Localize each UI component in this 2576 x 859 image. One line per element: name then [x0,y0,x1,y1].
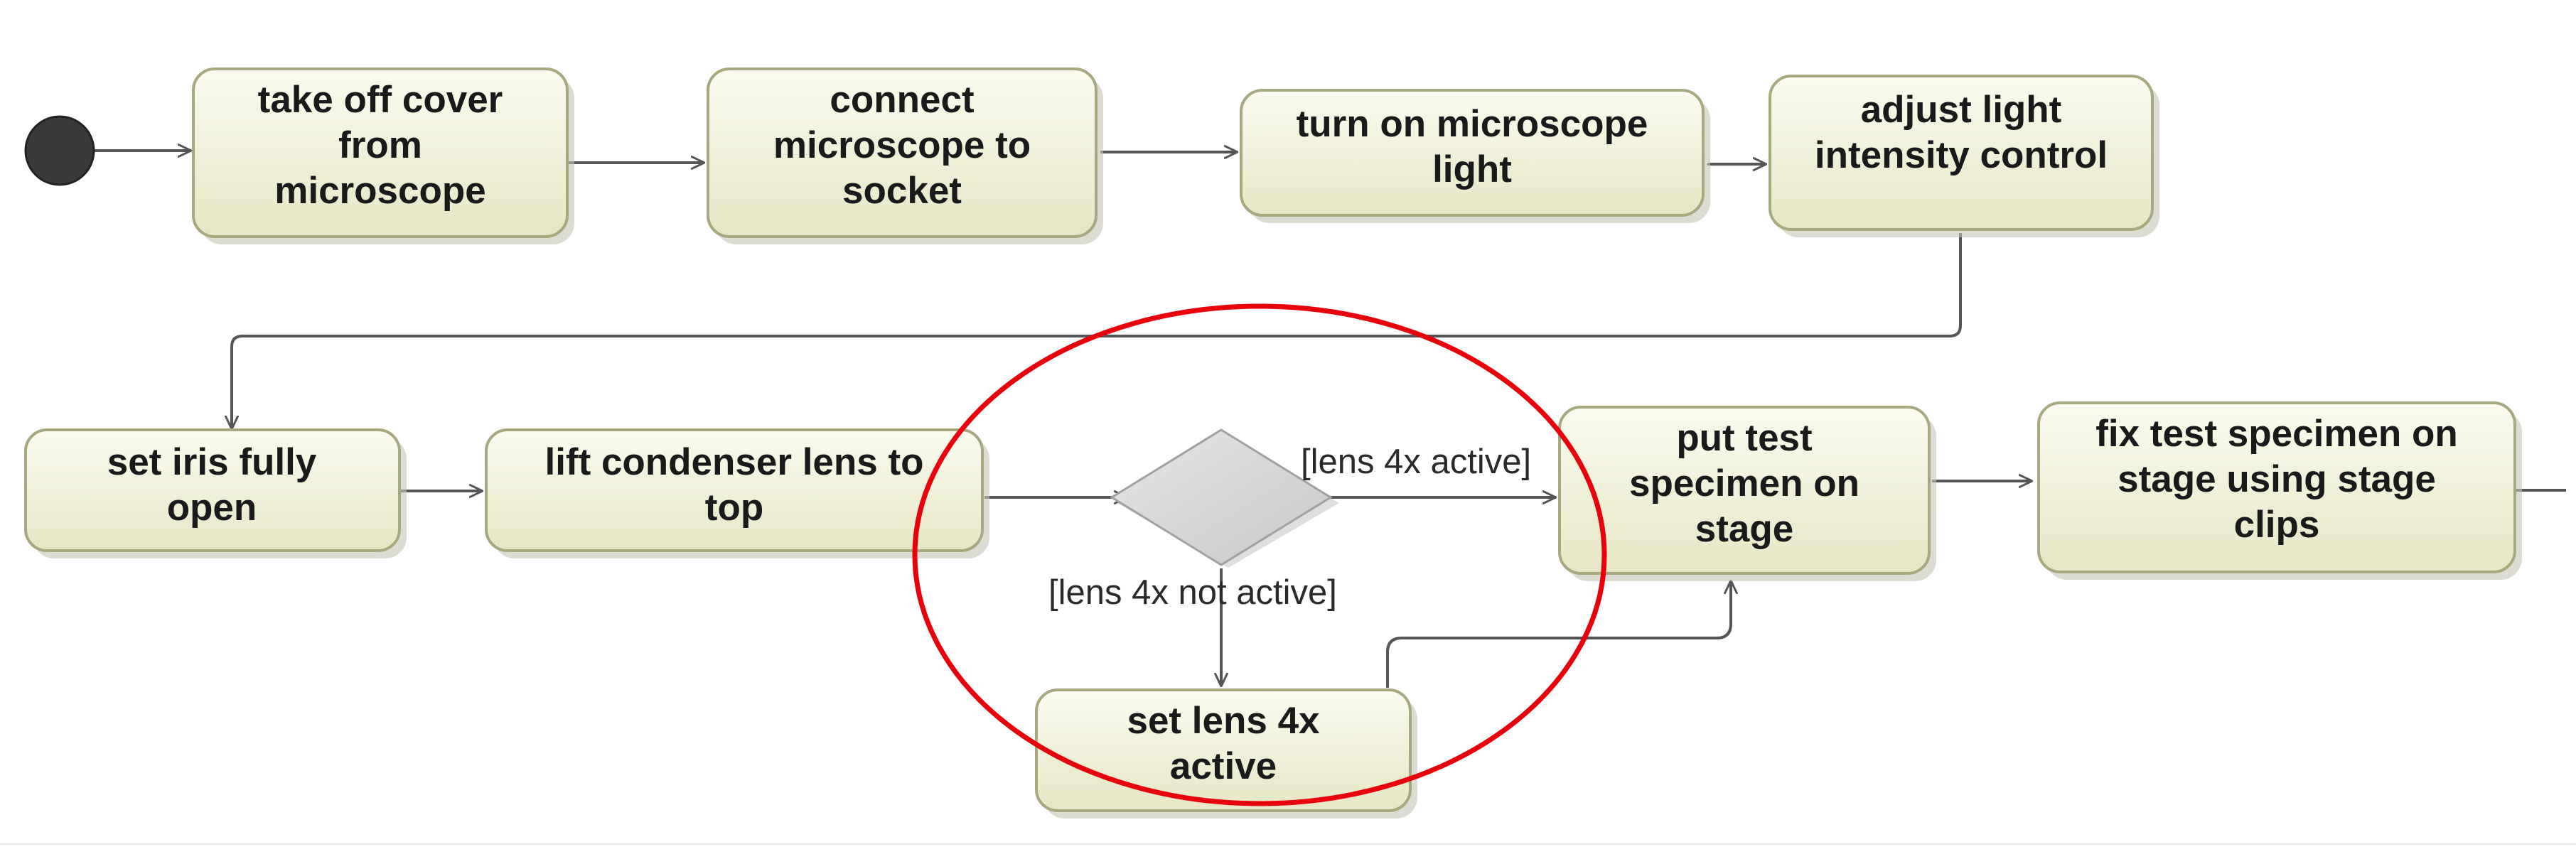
action-label-line: adjust light [1861,89,2062,131]
action-label-line: set lens 4x [1127,700,1320,742]
action-label-line: active [1170,745,1277,787]
initial-node [24,115,95,186]
action-label-line: specimen on [1629,463,1859,504]
flow-set-lens-to-put-specimen [1386,581,1731,688]
action-turn-on-light: turn on microscope light [1240,89,1710,223]
action-lift-condenser: lift condenser lens to top [485,428,989,558]
action-adjust-light: adjust light intensity control [1769,75,2159,237]
action-label-line: light [1432,148,1512,190]
action-label-line: top [705,487,763,529]
action-fix-specimen: fix test specimen on stage using stage c… [2037,401,2522,580]
action-label-line: intensity control [1815,134,2108,176]
action-label-line: turn on microscope [1297,103,1648,145]
guard-label-not-active: [lens 4x not active] [1048,573,1337,612]
action-label-line: microscope to [773,124,1031,166]
action-label-line: stage [1695,508,1793,550]
action-label-line: fix test specimen on [2095,413,2458,455]
action-set-lens: set lens 4x active [1035,688,1417,819]
action-set-iris: set iris fully open [24,428,407,558]
action-label-line: connect [830,79,974,121]
action-label-line: stage using stage [2118,458,2436,500]
highlight-ellipse [912,303,1607,806]
action-label-line: microscope [274,170,486,212]
action-label-line: socket [842,170,962,212]
action-take-off-cover: take off cover from microscope [192,67,574,244]
guard-label-active: [lens 4x active] [1301,443,1531,481]
action-label-line: from [338,124,422,166]
action-label-line: lift condenser lens to [544,441,923,483]
action-label-line: put test [1676,417,1812,459]
action-label-line: set iris fully [107,441,317,483]
action-label-line: clips [2234,504,2320,546]
flow-adjust-light-to-set-iris [232,233,1962,428]
action-put-specimen: put test specimen on stage [1558,406,1936,581]
action-connect-microscope: connect microscope to socket [707,67,1103,244]
decision-node [1110,428,1339,568]
action-label-line: take off cover [258,79,503,121]
action-label-line: open [167,487,257,529]
